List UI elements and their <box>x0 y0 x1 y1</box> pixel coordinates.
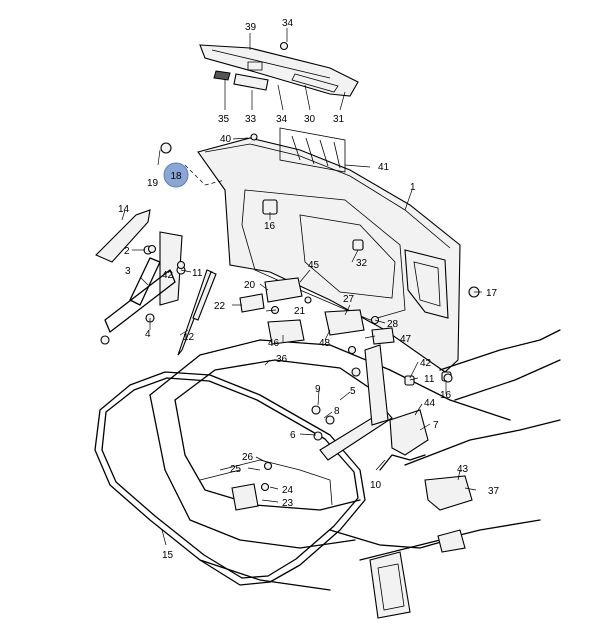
callout-22: 22 <box>214 301 226 312</box>
callout-9: 9 <box>315 384 321 395</box>
callout-37: 37 <box>488 486 500 497</box>
callout-47: 47 <box>400 334 412 345</box>
callout-8: 8 <box>334 406 340 417</box>
callout-12: 12 <box>183 332 195 343</box>
callout-40: 40 <box>220 134 232 145</box>
callout-32: 32 <box>356 258 368 269</box>
callout-35: 35 <box>218 114 230 125</box>
fasteners <box>147 133 480 415</box>
callout-48: 48 <box>319 338 331 349</box>
callout-15: 15 <box>162 550 174 561</box>
callout-44: 44 <box>424 398 436 409</box>
release-cable-motor <box>329 454 473 553</box>
callout-41: 41 <box>378 162 390 173</box>
spoiler-assembly <box>199 41 359 97</box>
callout-17: 17 <box>486 288 498 299</box>
callout-42-right: 42 <box>420 358 432 369</box>
callout-11-right: 11 <box>424 374 435 385</box>
lock-striker <box>231 461 273 511</box>
highlight-circle <box>163 162 189 188</box>
callout-45: 45 <box>308 260 320 271</box>
boot-seal <box>94 371 366 586</box>
callout-10: 10 <box>370 480 382 491</box>
callout-18: 18 <box>170 171 182 182</box>
callout-24: 24 <box>282 485 294 496</box>
callout-36: 36 <box>276 354 288 365</box>
callout-34-mid: 34 <box>276 114 288 125</box>
callout-14: 14 <box>118 204 130 215</box>
callout-39: 39 <box>245 22 257 33</box>
callout-2-left: 2 <box>124 246 130 257</box>
callout-42-left: 42 <box>162 270 174 281</box>
callout-7: 7 <box>433 420 439 431</box>
vehicle-body <box>149 329 561 619</box>
callout-43: 43 <box>457 464 469 475</box>
callout-19: 19 <box>147 178 159 189</box>
callout-28: 28 <box>387 319 399 330</box>
callout-3: 3 <box>125 266 131 277</box>
callout-20: 20 <box>244 280 256 291</box>
callout-33: 33 <box>245 114 257 125</box>
lock-actuator <box>239 277 395 355</box>
callout-27: 27 <box>343 294 355 305</box>
callout-5: 5 <box>350 386 356 397</box>
callout-46: 46 <box>268 338 280 349</box>
gas-strut <box>177 269 217 356</box>
right-hinge <box>313 344 452 461</box>
callout-labels: 39 34 35 33 34 30 31 40 41 1 19 14 16 2 … <box>118 18 500 561</box>
left-hinge <box>95 209 186 345</box>
callout-31: 31 <box>333 114 345 125</box>
callout-25: 25 <box>230 464 242 475</box>
boot-lid <box>197 127 461 373</box>
callout-11-left: 11 <box>192 268 203 279</box>
leader-lines <box>121 28 482 546</box>
callout-16-right: 16 <box>440 390 452 401</box>
callout-34-top: 34 <box>282 18 294 29</box>
callout-30: 30 <box>304 114 316 125</box>
highlighted-callout-18[interactable]: 18 <box>163 162 189 188</box>
callout-6: 6 <box>290 430 296 441</box>
callout-16-top: 16 <box>264 221 276 232</box>
callout-26: 26 <box>242 452 254 463</box>
callout-21: 21 <box>294 306 306 317</box>
callout-4: 4 <box>145 329 151 340</box>
callout-1: 1 <box>410 182 416 193</box>
callout-23: 23 <box>282 498 294 509</box>
